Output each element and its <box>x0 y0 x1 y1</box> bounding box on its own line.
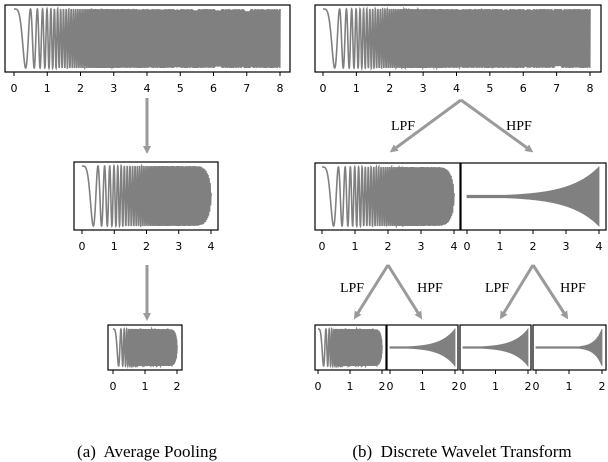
lpf-arrow-2 <box>353 264 390 320</box>
x-tick-label: 4 <box>451 240 458 253</box>
plot-frame <box>314 4 602 73</box>
x-tick-label: 1 <box>566 380 573 393</box>
signal-trace <box>14 6 281 71</box>
x-tick-label: 0 <box>79 240 86 253</box>
x-tick-label: 1 <box>44 82 51 95</box>
hpf-label-3: HPF <box>560 281 586 296</box>
signal-trace <box>113 326 178 370</box>
dwt-panel-3: 0 1 2 <box>314 324 387 393</box>
signal-envelope <box>389 327 456 368</box>
x-tick-label: 2 <box>599 380 606 393</box>
x-tick-label: 2 <box>385 240 392 253</box>
dwt-panel-0: 0 1 2 3 4 5 6 7 8 <box>314 4 602 95</box>
signal-envelope <box>462 327 529 368</box>
x-tick-label: 0 <box>533 380 540 393</box>
x-tick-label: 2 <box>525 380 532 393</box>
x-tick-label: 6 <box>520 82 527 95</box>
dwt-panel-5: 0 1 2 <box>459 324 532 393</box>
x-tick-label: 0 <box>460 380 467 393</box>
x-tick-label: 3 <box>110 82 117 95</box>
x-tick-label: 0 <box>110 380 117 393</box>
x-tick-label: 8 <box>587 82 594 95</box>
lpf-arrow-3 <box>499 264 535 320</box>
x-tick-label: 2 <box>379 380 386 393</box>
x-tick-label: 2 <box>452 380 459 393</box>
signal-trace <box>318 326 383 370</box>
x-tick-label: 4 <box>144 82 151 95</box>
x-tick-label: 5 <box>177 82 184 95</box>
hpf-arrow-2 <box>386 264 423 320</box>
caption-dwt: (b) Discrete Wavelet Transform <box>352 442 571 461</box>
x-tick-label: 4 <box>453 82 460 95</box>
x-tick-label: 4 <box>596 240 603 253</box>
x-tick-label: 1 <box>353 82 360 95</box>
x-tick-label: 1 <box>111 240 118 253</box>
x-tick-label: 1 <box>419 380 426 393</box>
x-tick-label: 1 <box>497 240 504 253</box>
dwt-panel-2: 0 1 2 3 4 <box>460 162 607 253</box>
lpf-label-1: LPF <box>391 119 415 134</box>
x-tick-label: 2 <box>77 82 84 95</box>
x-tick-label: 1 <box>142 380 149 393</box>
signal-envelope <box>535 328 603 367</box>
dwt-panel-1: 0 1 2 3 4 <box>314 162 461 253</box>
lpf-label-2: LPF <box>340 281 364 296</box>
x-tick-label: 7 <box>243 82 250 95</box>
x-tick-label: 0 <box>319 240 326 253</box>
hpf-arrow-1 <box>460 98 534 153</box>
x-tick-label: 3 <box>175 240 182 253</box>
x-tick-label: 0 <box>320 82 327 95</box>
x-tick-label: 3 <box>418 240 425 253</box>
x-tick-label: 3 <box>420 82 427 95</box>
lpf-label-3: LPF <box>485 281 509 296</box>
x-tick-label: 0 <box>11 82 18 95</box>
signal-trace <box>323 6 591 72</box>
x-tick-label: 2 <box>174 380 181 393</box>
x-tick-label: 7 <box>553 82 560 95</box>
average-pooling-panel-2: 0 1 2 <box>107 324 183 393</box>
x-tick-label: 2 <box>386 82 393 95</box>
lpf-arrow-1 <box>389 98 462 153</box>
hpf-label-1: HPF <box>506 119 532 134</box>
caption-average-pooling: (a) Average Pooling <box>77 442 217 461</box>
x-tick-label: 0 <box>464 240 471 253</box>
signal-trace <box>82 163 212 229</box>
x-tick-label: 1 <box>492 380 499 393</box>
x-tick-label: 8 <box>277 82 284 95</box>
signal-trace <box>322 164 455 229</box>
x-tick-label: 1 <box>347 380 354 393</box>
dwt-panel-4: 0 1 2 <box>386 324 459 393</box>
x-tick-label: 5 <box>486 82 493 95</box>
x-tick-label: 4 <box>208 240 215 253</box>
signal-envelope <box>466 166 600 227</box>
x-tick-label: 6 <box>210 82 217 95</box>
x-tick-label: 0 <box>387 380 394 393</box>
x-tick-label: 2 <box>143 240 150 253</box>
arrows <box>143 98 569 321</box>
x-tick-label: 3 <box>563 240 570 253</box>
average-pooling-panel-0: 0 1 2 3 4 5 6 7 8 <box>4 4 291 95</box>
x-tick-label: 1 <box>352 240 359 253</box>
dwt-panel-6: 0 1 2 <box>532 324 607 393</box>
hpf-arrow-3 <box>531 264 569 320</box>
x-tick-label: 2 <box>530 240 537 253</box>
average-pooling-panel-1: 0 1 2 3 4 <box>73 161 219 253</box>
hpf-label-2: HPF <box>417 281 443 296</box>
x-tick-label: 0 <box>315 380 322 393</box>
